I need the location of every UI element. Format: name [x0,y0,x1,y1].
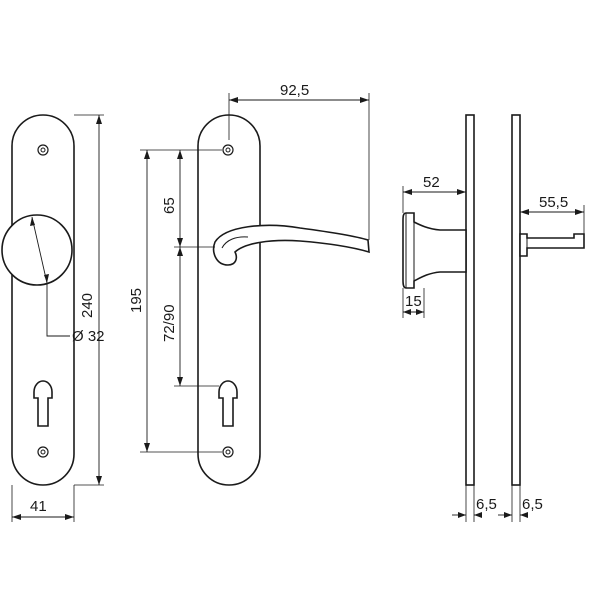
knob-side-profile [402,212,467,289]
front-view-knob-plate: Ø 32 240 41 [1,114,105,522]
lower-screw-hole [222,446,234,458]
fixing-distance-label: 195 [128,288,145,313]
knob-diameter-label: Ø 32 [72,328,105,345]
knob-projection-label: 52 [423,174,440,191]
knob-backplate [11,114,75,486]
plate-edge [511,114,521,486]
handle-to-keyhole-label: 72/90 [161,304,178,342]
side-view-knob-plate: 52 15 6,5 [402,114,497,522]
lever-side-projection-label: 55,5 [539,194,568,211]
upper-screw-hole [222,144,234,156]
lever-projection-label: 92,5 [280,82,309,99]
upper-screw-hole [37,144,49,156]
plate-edge [465,114,475,486]
lever-handle [212,224,370,266]
handle-to-hole-label: 65 [161,197,178,214]
rose-thickness-label: 15 [405,293,422,310]
cylinder-keyhole [33,380,53,427]
cylinder-keyhole [218,380,238,427]
lower-screw-hole [37,446,49,458]
plate-thickness-label: 6,5 [476,496,497,513]
front-view-lever-plate: 195 65 72/90 92,5 [128,82,370,486]
plate-height-label: 240 [79,293,96,318]
lever-side-profile [519,233,585,257]
side-view-lever-plate: 55,5 6,5 [498,114,585,522]
lever-backplate [197,114,261,486]
door-knob [1,214,73,286]
plate-width-label: 41 [30,498,47,515]
plate-thickness-label: 6,5 [522,496,543,513]
